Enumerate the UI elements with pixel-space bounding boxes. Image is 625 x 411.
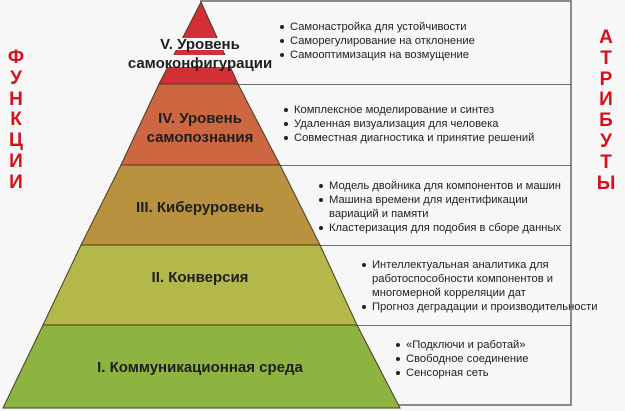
level-5-attributes: Самонастройка для устойчивости Саморегул… [279,20,559,62]
attribute-item: «Подключи и работай» [395,338,570,352]
level-2-title: II. Конверсия [100,268,300,287]
divider-5-4 [238,84,572,85]
attribute-item: Удаленная визуализация для человека [283,117,568,131]
level-1-shape [2,324,401,409]
attributes-label: А Т Р И Б У Т Ы [594,27,618,194]
functions-letter: К [10,109,22,131]
functions-label: Ф У Н К Ц И И [4,47,28,194]
attribute-item: Прогноз деградации и производительности [361,300,625,314]
attribute-item: Машина времени для идентификации вариаци… [318,193,529,221]
attributes-letter: Ы [596,172,616,194]
attributes-letter: И [599,89,613,111]
functions-letter: Ц [9,130,23,152]
attributes-letter: У [600,130,612,152]
attribute-item: Самонастройка для устойчивости [279,20,559,34]
attribute-item: Интеллектуальная аналитика для работоспо… [361,258,562,300]
functions-letter: И [9,150,23,172]
divider-2-1 [357,325,572,326]
level-4-attributes: Комплексное моделирование и синтез Удале… [283,103,568,145]
level-2-title-line1: II. Конверсия [151,269,249,286]
attributes-letter: А [599,27,613,48]
divider-3-2 [320,245,572,246]
level-4-title: IV. Уровень самопознания [110,109,290,147]
functions-letter: Н [9,88,23,110]
attribute-item: Самооптимизация на возмущение [279,48,559,62]
level-1-attributes: «Подключи и работай» Свободное соединени… [395,338,570,380]
attribute-item: Саморегулирование на отклонение [279,34,559,48]
level-1-title-line1: I. Коммуникационная среда [97,359,303,376]
level-5-title-line1: V. Уровень [160,36,240,53]
level-5-title: V. Уровень самоконфигурации [110,35,290,73]
level-2-attributes: Интеллектуальная аналитика для работоспо… [361,258,598,314]
level-3-title-line1: III. Киберуровень [136,199,264,216]
level-5-title-line2: самоконфигурации [127,55,273,72]
attribute-item: Сенсорная сеть [395,366,570,380]
attributes-letter: Т [600,47,612,69]
attribute-item: Совместная диагностика и принятие решени… [283,131,568,145]
level-4-title-line2: самопознания [146,129,254,146]
attribute-item: Модель двойника для компонентов и машин [318,179,570,193]
level-4-title-line1: IV. Уровень [158,110,242,127]
level-1-title: I. Коммуникационная среда [60,358,340,377]
attribute-item: Свободное соединение [395,352,570,366]
attributes-letter: Р [599,68,613,90]
attribute-item: Кластеризация для подобия в сборе данных [318,221,570,235]
attributes-letter: Б [599,110,613,132]
attributes-letter: Т [600,151,612,173]
functions-letter: Ф [7,47,25,68]
divider-4-3 [280,165,572,166]
level-3-title: III. Киберуровень [100,198,300,217]
attribute-item: Комплексное моделирование и синтез [283,103,568,117]
level-3-attributes: Модель двойника для компонентов и машин … [318,179,570,235]
functions-letter: У [10,67,22,89]
functions-letter: И [9,171,23,193]
